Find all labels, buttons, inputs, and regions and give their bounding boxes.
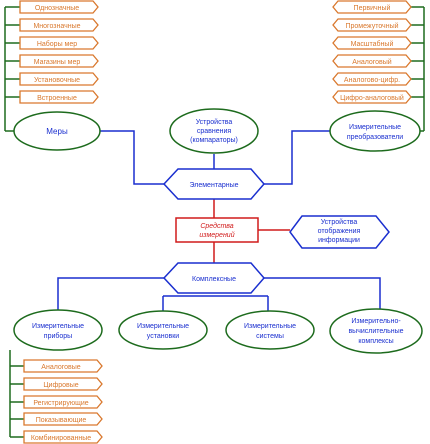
- systems-node: Измерительные системы: [225, 310, 315, 350]
- computing-complexes-node: Измерительно- вычислительные комплексы: [329, 308, 423, 354]
- complex-node: Комплексные: [162, 262, 265, 294]
- measure-tag-label: Наборы мер: [37, 40, 77, 48]
- display-devices-label-3: информации: [318, 237, 360, 244]
- converter-tag-label: Масштабный: [351, 40, 394, 48]
- converter-types: Первичный Промежуточный Масштабный Анало…: [332, 0, 412, 104]
- measurement-tools-node: Средства измерений: [175, 217, 259, 243]
- measure-tag-5: Установочные: [19, 72, 99, 86]
- instrument-tag-4: Показывающие: [23, 412, 103, 426]
- complex-label: Комплексные: [192, 276, 236, 283]
- instrument-tag-label: Цифровые: [43, 382, 78, 389]
- systems-label-1: Измерительные: [244, 323, 296, 330]
- blue-connectors: [57, 130, 381, 314]
- measure-tag-label: Однозначные: [35, 5, 79, 12]
- computing-label-3: комплексы: [358, 338, 393, 345]
- measure-tag-6: Встроенные: [19, 90, 99, 104]
- measures-node: Меры: [13, 111, 101, 151]
- instrument-types: Аналоговые Цифровые Регистрирующие Показ…: [23, 359, 103, 444]
- instrument-tag-label: Регистрирующие: [33, 400, 88, 407]
- converter-tag-1: Первичный: [332, 0, 412, 14]
- converter-tag-3: Масштабный: [332, 36, 412, 50]
- converter-tag-2: Промежуточный: [332, 18, 412, 32]
- measure-tag-1: Однозначные: [19, 0, 99, 14]
- converter-tag-label: Аналогово-цифр.: [344, 77, 400, 84]
- display-devices-label-2: отображения: [318, 227, 361, 235]
- measure-tag-3: Наборы мер: [19, 36, 99, 50]
- instrument-tag-label: Показывающие: [36, 417, 87, 424]
- instrument-tag-5: Комбинированные: [23, 430, 103, 444]
- measure-tag-label: Магазины мер: [34, 59, 81, 66]
- elementary-label: Элементарные: [189, 182, 238, 189]
- comparators-label-3: (компараторы): [190, 137, 238, 144]
- converter-tag-label: Первичный: [354, 4, 391, 12]
- comparators-label-1: Устройства: [196, 118, 233, 126]
- instrument-tag-label: Комбинированные: [31, 434, 91, 442]
- measures-types: Однозначные Многозначные Наборы мер Мага…: [19, 0, 99, 104]
- installations-label-2: установки: [147, 333, 179, 340]
- elementary-node: Элементарные: [162, 168, 265, 200]
- measure-tag-2: Многозначные: [19, 18, 99, 32]
- measures-label: Меры: [46, 127, 68, 136]
- instruments-label-1: Измерительные: [32, 323, 84, 330]
- comparators-node: Устройства сравнения (компараторы): [169, 108, 259, 154]
- instruments-node: Измерительные приборы: [13, 309, 103, 351]
- converter-tag-5: Аналогово-цифр.: [332, 72, 412, 86]
- converter-tag-label: Аналоговый: [352, 58, 392, 66]
- comparators-label-2: сравнения: [197, 128, 232, 135]
- converter-tag-label: Цифро-аналоговый: [340, 94, 404, 102]
- converter-tag-4: Аналоговый: [332, 54, 412, 68]
- display-devices-label-1: Устройства: [321, 218, 358, 226]
- converter-tag-6: Цифро-аналоговый: [332, 90, 412, 104]
- red-connectors: [213, 199, 290, 263]
- converters-label-2: преобразователи: [347, 133, 403, 141]
- converters-label-1: Измерительные: [349, 124, 401, 131]
- computing-label-1: Измерительно-: [351, 318, 401, 325]
- converter-tag-label: Промежуточный: [345, 22, 398, 30]
- instrument-tag-2: Цифровые: [23, 377, 103, 391]
- installations-node: Измерительные установки: [118, 310, 208, 350]
- instruments-label-2: приборы: [44, 332, 72, 340]
- installations-label-1: Измерительные: [137, 323, 189, 330]
- converters-node: Измерительные преобразователи: [329, 110, 421, 152]
- center-label-2: измерений: [199, 231, 234, 239]
- computing-label-2: вычислительные: [348, 328, 403, 335]
- green-brackets: [4, 6, 425, 438]
- measure-tag-label: Встроенные: [37, 95, 77, 102]
- measure-tag-label: Многозначные: [33, 23, 80, 30]
- center-label-1: Средства: [200, 222, 233, 230]
- display-devices-node: Устройства отображения информации: [289, 215, 390, 249]
- instrument-tag-3: Регистрирующие: [23, 395, 103, 409]
- systems-label-2: системы: [256, 333, 284, 340]
- instrument-tag-1: Аналоговые: [23, 359, 103, 373]
- instrument-tag-label: Аналоговые: [41, 364, 81, 371]
- measure-tag-4: Магазины мер: [19, 54, 99, 68]
- measure-tag-label: Установочные: [34, 77, 80, 84]
